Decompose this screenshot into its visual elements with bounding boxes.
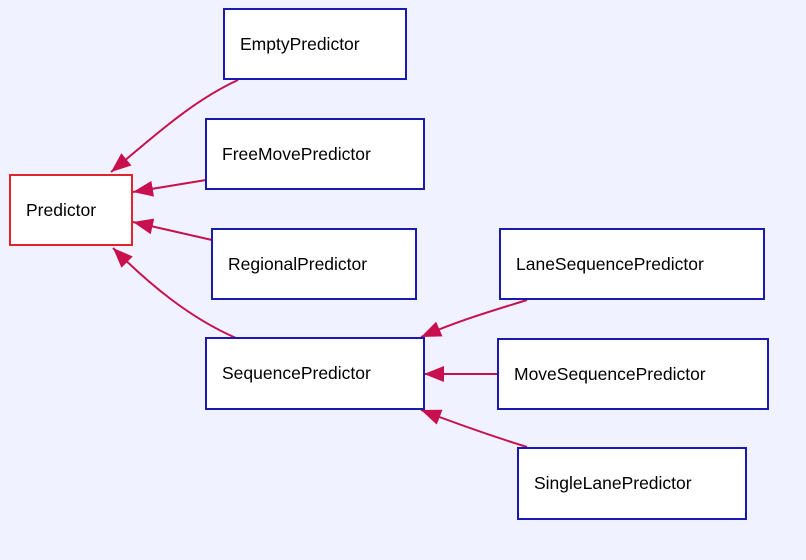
node-sequence-predictor-label: SequencePredictor <box>222 363 371 383</box>
node-sequence-predictor[interactable]: SequencePredictor <box>205 337 425 410</box>
node-move-sequence-predictor-label: MoveSequencePredictor <box>514 363 706 384</box>
node-empty-predictor[interactable]: EmptyPredictor <box>223 8 407 80</box>
node-move-sequence-predictor[interactable]: MoveSequencePredictor <box>497 338 769 410</box>
node-regional-predictor[interactable]: RegionalPredictor <box>211 228 417 300</box>
edge-sequence-to-predictor <box>112 247 237 339</box>
node-predictor[interactable]: Predictor <box>9 174 133 246</box>
node-lane-sequence-predictor-label: LaneSequencePredictor <box>516 253 704 274</box>
node-free-move-predictor-label: FreeMovePredictor <box>222 143 371 164</box>
node-free-move-predictor[interactable]: FreeMovePredictor <box>205 118 425 190</box>
node-regional-predictor-label: RegionalPredictor <box>228 253 368 274</box>
edge-freemove-to-predictor <box>132 179 207 197</box>
edge-singlelane-to-sequence <box>420 409 528 448</box>
edge-regional-to-predictor <box>132 218 213 241</box>
node-single-lane-predictor[interactable]: SingleLanePredictor <box>517 447 747 520</box>
node-single-lane-predictor-label: SingleLanePredictor <box>534 473 692 493</box>
node-predictor-label: Predictor <box>26 199 97 220</box>
edge-lanesequence-to-sequence <box>420 299 528 338</box>
node-lane-sequence-predictor[interactable]: LaneSequencePredictor <box>499 228 765 300</box>
edge-empty-to-predictor <box>110 79 239 173</box>
node-empty-predictor-label: EmptyPredictor <box>240 33 360 54</box>
